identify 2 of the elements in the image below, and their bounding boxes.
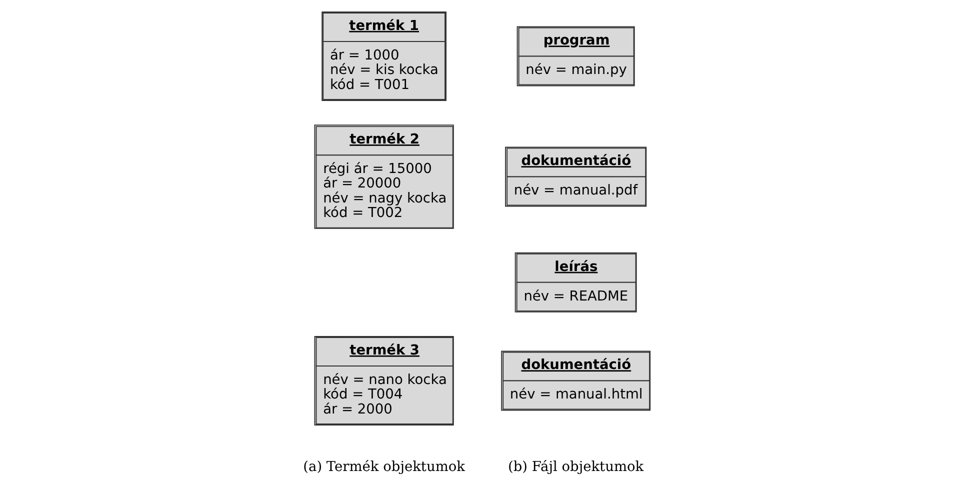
- label: (b) Fájl objektumok: [508, 458, 644, 475]
- label: (a) Termék objektumok: [303, 458, 465, 475]
